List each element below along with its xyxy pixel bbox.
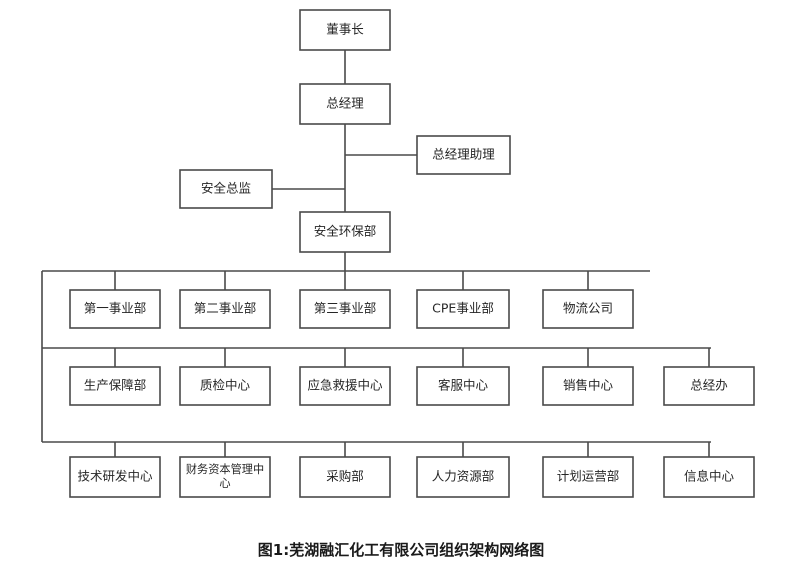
- org-node-chairman[interactable]: 董事长: [299, 9, 391, 51]
- node-box-division-2[interactable]: [179, 289, 271, 329]
- node-label-finance-capital-management-center: 财务资本管理中心: [186, 462, 264, 490]
- node-label-division-cpe: CPE事业部: [432, 301, 494, 316]
- node-label-tech-rd-center: 技术研发中心: [77, 469, 153, 484]
- node-box-logistics-company[interactable]: [542, 289, 634, 329]
- node-label-customer-service-center: 客服中心: [438, 378, 489, 393]
- node-label-human-resources-dept: 人力资源部: [432, 469, 495, 484]
- node-box-gm-assistant[interactable]: [416, 135, 511, 175]
- org-node-information-center[interactable]: 信息中心: [663, 456, 755, 498]
- node-label-gm-assistant: 总经理助理: [432, 147, 495, 162]
- node-box-chairman[interactable]: [299, 9, 391, 51]
- org-node-general-office[interactable]: 总经办: [663, 366, 755, 406]
- node-box-general-manager[interactable]: [299, 83, 391, 125]
- node-label-procurement-dept: 采购部: [326, 469, 364, 484]
- org-node-gm-assistant[interactable]: 总经理助理: [416, 135, 511, 175]
- node-label-production-support-dept: 生产保障部: [84, 378, 147, 393]
- node-label-chairman: 董事长: [326, 22, 364, 37]
- node-label-division-3: 第三事业部: [314, 301, 377, 316]
- node-box-safety-environment-dept[interactable]: [299, 211, 391, 253]
- node-box-planning-operations-dept[interactable]: [542, 456, 634, 498]
- org-node-division-cpe[interactable]: CPE事业部: [416, 289, 510, 329]
- org-node-sales-center[interactable]: 销售中心: [542, 366, 634, 406]
- node-box-general-office[interactable]: [663, 366, 755, 406]
- node-label-information-center: 信息中心: [684, 469, 735, 484]
- node-label-general-manager: 总经理: [326, 96, 364, 111]
- node-box-customer-service-center[interactable]: [416, 366, 510, 406]
- org-node-safety-director[interactable]: 安全总监: [179, 169, 273, 209]
- org-node-finance-capital-management-center[interactable]: 财务资本管理中心: [179, 456, 271, 498]
- node-label-safety-director: 安全总监: [201, 181, 251, 196]
- node-label-division-1: 第一事业部: [84, 301, 147, 316]
- node-box-information-center[interactable]: [663, 456, 755, 498]
- node-box-sales-center[interactable]: [542, 366, 634, 406]
- node-box-division-cpe[interactable]: [416, 289, 510, 329]
- node-box-emergency-rescue-center[interactable]: [299, 366, 391, 406]
- node-label-general-office: 总经办: [690, 378, 728, 393]
- org-node-division-2[interactable]: 第二事业部: [179, 289, 271, 329]
- node-box-human-resources-dept[interactable]: [416, 456, 510, 498]
- node-box-quality-inspection-center[interactable]: [179, 366, 271, 406]
- node-box-production-support-dept[interactable]: [69, 366, 161, 406]
- figure-caption: 图1:芜湖融汇化工有限公司组织架构网络图: [258, 541, 544, 559]
- org-node-safety-environment-dept[interactable]: 安全环保部: [299, 211, 391, 253]
- org-node-planning-operations-dept[interactable]: 计划运营部: [542, 456, 634, 498]
- org-node-general-manager[interactable]: 总经理: [299, 83, 391, 125]
- org-node-division-3[interactable]: 第三事业部: [299, 289, 391, 329]
- connector-layer: [41, 50, 711, 457]
- org-node-customer-service-center[interactable]: 客服中心: [416, 366, 510, 406]
- org-node-emergency-rescue-center[interactable]: 应急救援中心: [299, 366, 391, 406]
- node-label-planning-operations-dept: 计划运营部: [557, 469, 620, 484]
- org-node-tech-rd-center[interactable]: 技术研发中心: [69, 456, 161, 498]
- org-node-production-support-dept[interactable]: 生产保障部: [69, 366, 161, 406]
- node-box-procurement-dept[interactable]: [299, 456, 391, 498]
- org-node-logistics-company[interactable]: 物流公司: [542, 289, 634, 329]
- node-box-safety-director[interactable]: [179, 169, 273, 209]
- org-node-quality-inspection-center[interactable]: 质检中心: [179, 366, 271, 406]
- org-node-division-1[interactable]: 第一事业部: [69, 289, 161, 329]
- node-label-emergency-rescue-center: 应急救援中心: [307, 378, 383, 393]
- node-label-safety-environment-dept: 安全环保部: [314, 224, 377, 239]
- node-label-quality-inspection-center: 质检中心: [200, 378, 251, 393]
- node-box-division-1[interactable]: [69, 289, 161, 329]
- node-box-finance-capital-management-center[interactable]: [179, 456, 271, 498]
- node-label-logistics-company: 物流公司: [563, 301, 613, 316]
- node-label-division-2: 第二事业部: [194, 301, 257, 316]
- org-node-human-resources-dept[interactable]: 人力资源部: [416, 456, 510, 498]
- node-box-tech-rd-center[interactable]: [69, 456, 161, 498]
- node-box-division-3[interactable]: [299, 289, 391, 329]
- node-label-sales-center: 销售中心: [563, 378, 614, 393]
- org-node-procurement-dept[interactable]: 采购部: [299, 456, 391, 498]
